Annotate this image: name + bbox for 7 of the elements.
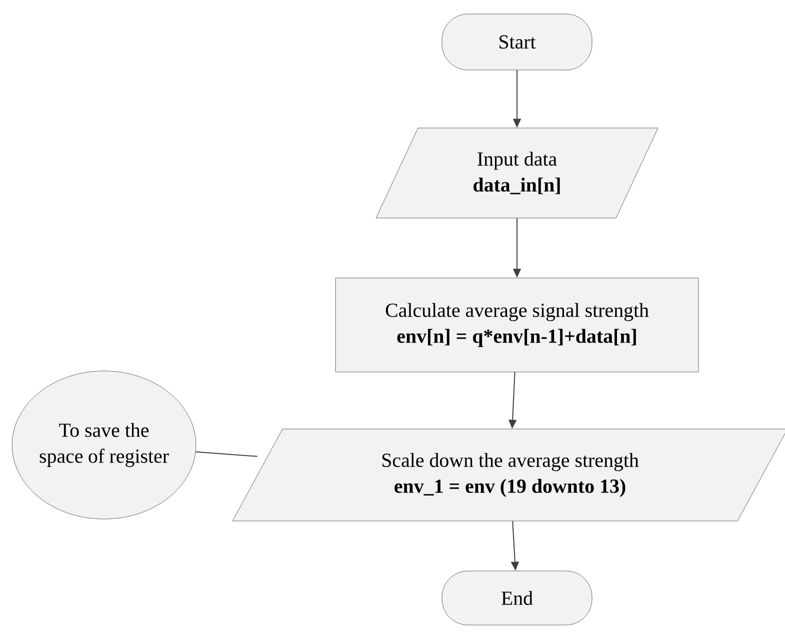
io-parallelogram: Input data data_in[n]	[376, 128, 658, 218]
io-parallelogram: Scale down the average strength env_1 = env (19 downto 13)	[232, 428, 785, 522]
terminal-box: Start	[442, 14, 592, 70]
callout-bubble: To save the space of register	[12, 370, 196, 520]
process-box: Calculate average signal strength env[n] = q*env[n-1]+data[n]	[335, 278, 699, 372]
terminal-box: End	[442, 570, 592, 626]
leader-line	[195, 451, 258, 457]
